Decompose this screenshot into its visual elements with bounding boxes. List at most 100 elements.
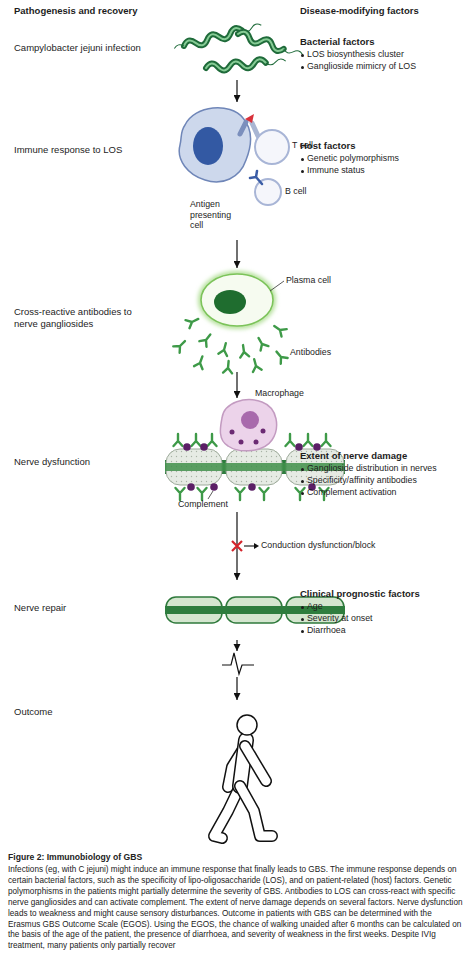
antigen-presenting-cell [179,108,250,182]
factor-item: LOS biosynthesis cluster [307,49,472,60]
stage-node: Nerve repair [8,580,338,640]
action-potential-symbol [222,653,254,674]
complement-dot [313,443,321,451]
antibody [273,349,288,364]
stage-node: Immune response to LOS [8,102,338,240]
factor-item: Specificity/affinity antibodies [307,475,472,486]
caption-body: Infections (eg, with C jejuni) might ind… [8,865,466,952]
stage-label: Campylobacter jejuni infection [14,42,184,54]
complement-dot [210,483,218,491]
bacterium [237,30,304,59]
bullet-dot [301,170,304,173]
bacterium-body [206,59,266,72]
cell-nucleus [193,127,223,165]
antibody [236,488,245,500]
plasma-cell [201,274,273,326]
bullet-dot [301,606,304,609]
factor-item: Ganglioside mimicry of LOS [307,61,472,72]
complement-dot [248,483,256,491]
t-cell-receptor [252,123,258,136]
cell-label: Antibodies [290,347,370,358]
flow-arrow [236,372,237,398]
factor-item: Age [307,601,472,612]
cell-label: B cell [285,186,345,197]
antibody [218,342,230,356]
antibody [192,434,201,446]
complement-dot [200,443,208,451]
antibody [223,361,233,374]
antigen-triangle [245,114,254,123]
bullet-dot [301,630,304,633]
column-heading: Disease-modifying factors [300,5,470,16]
factor-heading: Extent of nerve damage [300,450,470,461]
block-cross [232,541,242,551]
bullet-dot [301,66,304,69]
stage-label: Nerve repair [14,602,154,614]
limb [214,786,240,838]
complement-dot [183,443,191,451]
stage-node: Outcome [8,700,338,845]
flagellum [174,44,184,49]
head [237,715,257,735]
mhc-molecule [240,122,246,134]
antibody [174,434,183,446]
cell-label: Plasma cell [286,275,366,286]
antibody [239,344,250,357]
stage-node: Campylobacter jejuni infection [8,24,338,80]
antibody [176,488,185,500]
cell-label: Antigen presenting cell [190,199,242,231]
stage-label: Outcome [14,706,154,718]
factor-heading: Bacterial factors [300,36,470,47]
t-cell [255,130,289,164]
limb [240,786,272,836]
antibody [286,434,295,446]
antibody [194,355,207,369]
antibody [173,338,188,353]
antibody [322,434,331,446]
antibody [304,434,313,446]
pointer-arrow [244,545,255,546]
granule [254,440,259,445]
antibody [272,322,287,336]
macrophage [220,400,276,451]
antibody [186,315,201,328]
flagellum [266,59,286,66]
granule [230,430,235,435]
b-cell [255,179,281,205]
limb-outline [245,746,266,781]
bullet-dot [301,54,304,57]
factor-item: Ganglioside distribution in nerves [307,463,472,474]
bacterium-body [237,30,285,52]
complement-dot [187,483,195,491]
cell-label: Complement [178,499,258,510]
cell-nucleus [241,411,259,429]
factor-item: Genetic polymorphisms [307,153,472,164]
factor-item: Immune status [307,165,472,176]
factor-item: Diarrhoea [307,625,472,636]
bacterium-highlight [183,27,243,50]
stage-node: Nerve dysfunction [8,398,338,512]
factor-heading: Clinical prognostic factors [300,588,470,599]
plasma-cell-illustration [173,274,287,373]
leader-line [208,491,213,499]
cell-nucleus [214,290,246,314]
antibody [199,332,213,347]
arrow-head [234,644,241,651]
bacterium-highlight [237,30,285,52]
antibody [255,336,269,351]
bacterium [206,57,286,72]
bullet-dot [301,492,304,495]
bacteria-illustration [173,21,304,72]
gap-mask [222,651,255,677]
cell-glow [201,274,273,326]
leader-line [270,281,284,291]
complement-dot [295,443,303,451]
bullet-dot [301,480,304,483]
cell-label: Macrophage [255,388,335,399]
edge-label: Conduction dysfunction/block [261,540,375,551]
bacterium-body [183,27,243,50]
factor-heading: Host factors [300,140,470,151]
pointer-head [254,543,259,549]
